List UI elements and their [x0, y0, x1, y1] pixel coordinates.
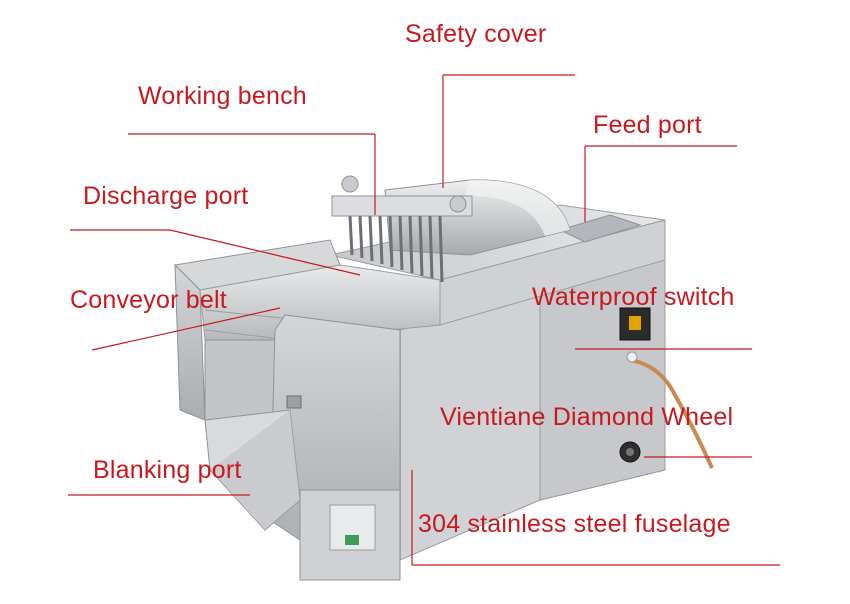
power-cable: [629, 358, 714, 469]
diamond-wheel-shape: [619, 441, 641, 463]
label-diamond-wheel: Vientiane Diamond Wheel: [440, 403, 734, 431]
label-waterproof-switch: Waterproof switch: [532, 283, 735, 311]
working-bench-shape: [331, 175, 473, 283]
switch-box: [619, 307, 651, 341]
label-fuselage: 304 stainless steel fuselage: [418, 510, 731, 538]
blanking-port-shape: [204, 409, 301, 531]
label-feed-port: Feed port: [593, 111, 702, 139]
machine-base: [299, 489, 401, 581]
leader-lines: [68, 74, 780, 566]
label-discharge-port: Discharge port: [83, 182, 249, 210]
label-conveyor-belt: Conveyor belt: [70, 286, 227, 314]
label-blanking-port: Blanking port: [93, 456, 242, 484]
conveyor-frame: [173, 239, 441, 431]
label-working-bench: Working bench: [138, 82, 307, 110]
label-safety-cover: Safety cover: [405, 20, 547, 48]
